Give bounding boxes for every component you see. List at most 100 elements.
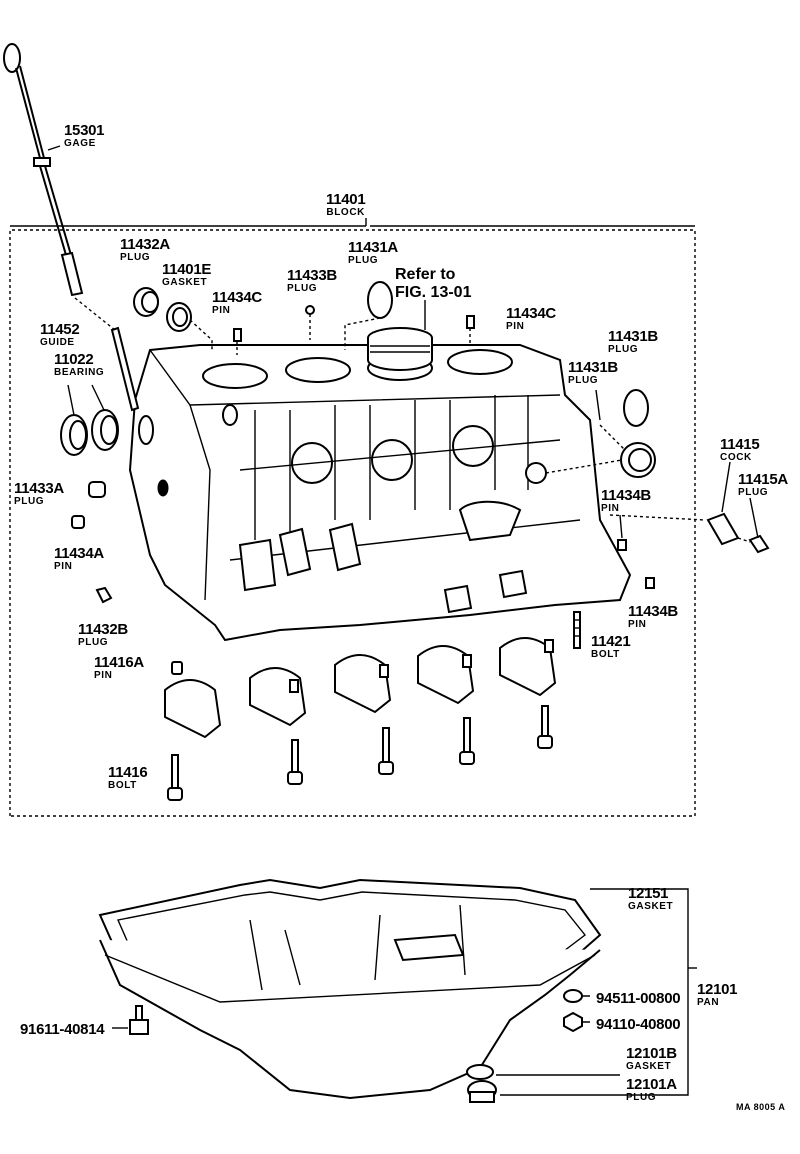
part-number: 11431A <box>348 239 398 256</box>
part-name: GASKET <box>626 1061 672 1072</box>
part-number: 11452 <box>40 321 80 338</box>
part-name: PLUG <box>608 344 639 355</box>
label-11452-guide: 11452 GUIDE <box>40 321 80 348</box>
part-name: GASKET <box>628 901 674 912</box>
part-name: PLUG <box>348 255 379 266</box>
part-name: BOLT <box>591 649 620 660</box>
reference-line-1: Refer to <box>395 266 456 283</box>
part-name: GUIDE <box>40 337 75 348</box>
part-number: 91611-40814 <box>20 1021 105 1038</box>
part-number: 15301 <box>64 122 105 139</box>
left-small-parts <box>71 481 113 604</box>
part-name: PIN <box>601 503 620 514</box>
cylinder-block <box>128 344 632 642</box>
part-name: PIN <box>94 670 113 681</box>
oil-level-gage <box>3 43 84 297</box>
part-number: 94110-40800 <box>596 1016 681 1033</box>
label-94110-40800: 94110-40800 <box>596 1016 681 1033</box>
label-11434c-pin-left: 11434C PIN <box>212 290 262 316</box>
bearing-caps <box>164 637 557 739</box>
drain-plug-parts <box>466 1064 497 1103</box>
part-number: 12151 <box>628 885 669 902</box>
label-11432b-plug: 11432B PLUG <box>78 622 128 648</box>
drawing-code: MA 8005 A <box>736 1102 786 1112</box>
callout-leaders <box>112 888 697 1096</box>
part-number: 11416A <box>94 654 144 671</box>
reference-line-2: FIG. 13-01 <box>395 284 472 301</box>
top-pins <box>233 305 475 355</box>
part-name: BOLT <box>108 780 137 791</box>
label-11434c-pin-right: 11434C PIN <box>506 306 556 332</box>
part-name: PIN <box>506 321 525 332</box>
part-number: 11401E <box>162 261 212 278</box>
part-name: PLUG <box>120 252 151 263</box>
part-number: 11415A <box>738 471 788 488</box>
label-91611-40814: 91611-40814 <box>20 1021 105 1038</box>
label-11416-bolt: 11416 BOLT <box>108 764 148 791</box>
part-number: 11431B <box>568 359 618 376</box>
figure-reference-note: Refer to FIG. 13-01 <box>395 266 471 302</box>
plug-11431b-parts <box>525 389 656 484</box>
label-11433b-plug: 11433B PLUG <box>287 268 337 294</box>
label-11431b-plug-upper: 11431B PLUG <box>608 329 658 355</box>
part-number: 11434B <box>628 603 678 620</box>
part-name: PLUG <box>14 496 45 507</box>
label-11401-block: 11401 BLOCK <box>326 191 366 218</box>
part-number: 11434C <box>506 305 556 322</box>
label-12151-gasket: 12151 GASKET <box>628 886 673 912</box>
part-number: 11431B <box>608 328 658 345</box>
part-number: 12101 <box>697 981 738 998</box>
pin-11434b-parts <box>617 514 655 589</box>
part-name: PLUG <box>568 375 599 386</box>
part-number: 94511-00800 <box>596 990 681 1007</box>
part-name: PIN <box>628 619 647 630</box>
label-11022-bearing: 11022 BEARING <box>54 352 104 378</box>
part-name: COCK <box>720 452 752 463</box>
plug-11432a-part <box>133 287 213 350</box>
part-name: PIN <box>54 561 73 572</box>
part-number: 11415 <box>720 436 760 453</box>
label-15301-gage: 15301 GAGE <box>64 122 105 149</box>
part-number: 11432B <box>78 621 128 638</box>
part-number: 12101B <box>626 1045 677 1062</box>
part-number: 11434A <box>54 545 104 562</box>
label-11434b-pin-lower: 11434B PIN <box>628 604 678 630</box>
label-11415a-plug: 11415A PLUG <box>738 472 788 498</box>
label-11433a-plug: 11433A PLUG <box>14 481 64 507</box>
part-number: 11433B <box>287 267 337 284</box>
label-11434a-pin: 11434A PIN <box>54 546 104 572</box>
part-name: PIN <box>212 305 231 316</box>
part-name: BEARING <box>54 367 105 378</box>
label-11431a-plug: 11431A PLUG <box>348 240 398 266</box>
bolt-11421-part <box>573 611 581 649</box>
label-12101a-plug: 12101A PLUG <box>626 1077 677 1103</box>
part-number: 11421 <box>591 633 631 650</box>
part-number: 11434C <box>212 289 262 306</box>
label-94511-00800: 94511-00800 <box>596 990 681 1007</box>
label-11416a-pin: 11416A PIN <box>94 655 144 681</box>
part-name: BLOCK <box>326 207 365 218</box>
part-number: 11434B <box>601 487 651 504</box>
part-name: PLUG <box>78 637 109 648</box>
oil-pan <box>99 904 601 1100</box>
part-name: PLUG <box>287 283 318 294</box>
cock-11415-part <box>609 461 770 554</box>
label-12101b-gasket: 12101B GASKET <box>626 1046 677 1072</box>
pan-bolt-washers <box>129 989 583 1035</box>
part-name: GAGE <box>64 138 96 149</box>
part-number: 11022 <box>54 351 94 368</box>
part-name: PAN <box>697 997 720 1008</box>
part-number: 11416 <box>108 764 148 781</box>
label-11434b-pin-upper: 11434B PIN <box>601 488 651 514</box>
label-12101-pan: 12101 PAN <box>697 981 738 1008</box>
part-name: GASKET <box>162 277 208 288</box>
cap-bolts-11416 <box>167 705 553 801</box>
bearing-11022-part <box>60 384 119 456</box>
part-number: 11433A <box>14 480 64 497</box>
block-boundary-frame <box>9 218 696 817</box>
label-11401e-gasket: 11401E GASKET <box>162 262 211 288</box>
label-11431b-plug-lower: 11431B PLUG <box>568 360 618 386</box>
part-number: 11401 <box>326 191 366 208</box>
part-number: 12101A <box>626 1076 677 1093</box>
